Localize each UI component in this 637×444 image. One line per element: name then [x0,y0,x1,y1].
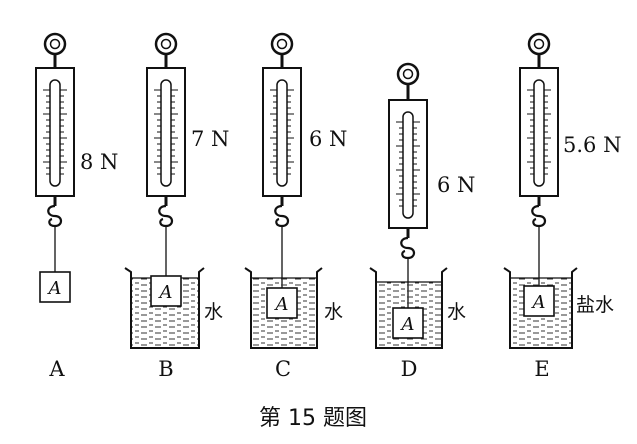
scale-ticks [396,121,420,207]
scale-ring [527,32,551,56]
setup-e: 5.6 N A 盐水 E [503,32,621,381]
block-label: A [158,282,173,303]
setup-a: 8 N A A [35,32,118,381]
scale-ring [270,32,294,56]
force-reading: 6 N [437,173,475,197]
scale-body [519,67,559,197]
block-a: A [39,271,71,303]
hook [531,204,547,228]
force-reading: 5.6 N [563,133,621,157]
scale-slot [276,79,288,187]
scale-ring [43,32,67,56]
hook [274,204,290,228]
spring-scale-c [262,32,302,288]
block-label: A [400,314,415,335]
scale-body [388,99,428,229]
spring-scale-a [35,32,75,272]
scale-ticks [43,89,67,175]
block-label: A [531,292,546,313]
scale-ticks [154,89,178,175]
scale-slot [533,79,545,187]
liquid-label: 盐水 [576,294,614,316]
hook [47,204,63,228]
block-a: A [523,285,555,317]
setup-label: E [534,357,549,381]
scale-ring [154,32,178,56]
block-a: A [266,287,298,319]
scale-slot [402,111,414,219]
figure-caption: 第 15 题图 [259,406,367,431]
hook [400,236,416,260]
scale-slot [160,79,172,187]
setup-label: C [275,357,291,381]
setup-label: D [401,357,418,381]
liquid-label: 水 [447,301,466,323]
scale-slot [49,79,61,187]
spring-scale-d [388,62,428,308]
force-reading: 8 N [80,150,118,174]
hook [158,204,174,228]
setup-c: 6 N A 水 C [244,32,347,381]
block-label: A [47,278,62,299]
scale-body [146,67,186,197]
setup-label: A [48,357,65,381]
liquid-label: 水 [204,301,223,323]
setup-d: 6 N A 水 D [369,62,475,381]
force-reading: 7 N [191,127,229,151]
scale-body [262,67,302,197]
spring-scale-b [146,32,186,276]
block-label: A [274,294,289,315]
scale-body [35,67,75,197]
block-a: A [150,275,182,307]
force-reading: 6 N [309,127,347,151]
block-a: A [392,307,424,339]
liquid-label: 水 [324,301,343,323]
scale-ring [396,62,420,86]
beaker-b [124,267,205,349]
setup-label: B [158,357,173,381]
scale-ticks [270,89,294,175]
scale-ticks [527,89,551,175]
spring-scale-e [519,32,559,286]
setup-b: 7 N A 水 B [124,32,229,381]
